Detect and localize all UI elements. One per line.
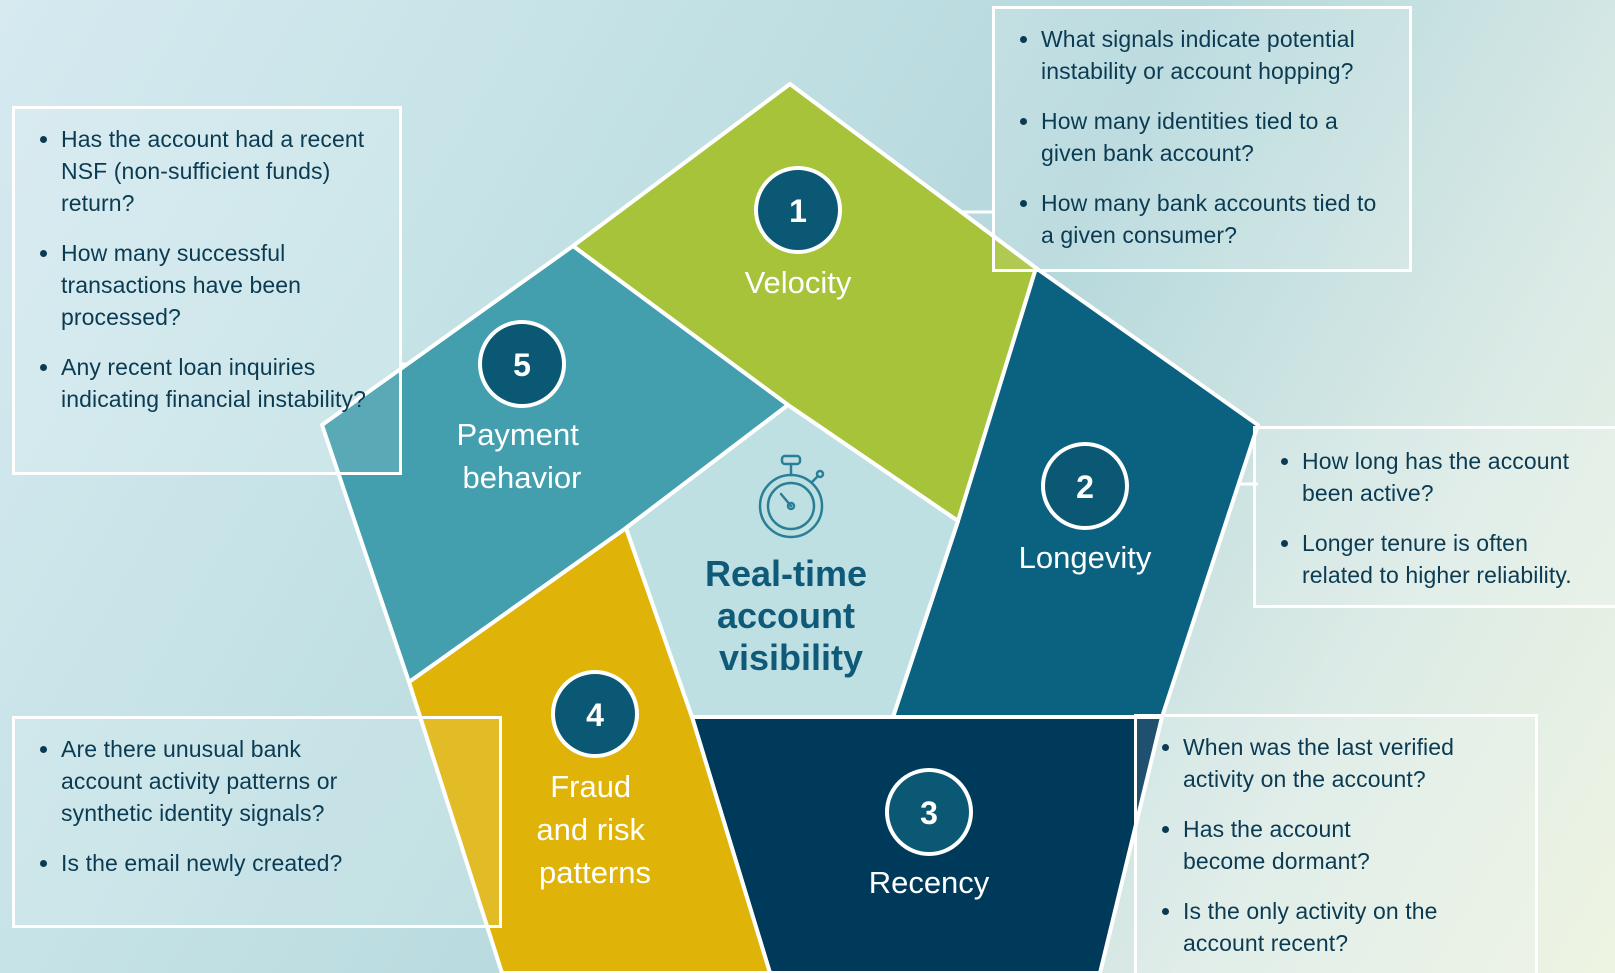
fraud-item-1: Are there unusual bank account activity … (61, 733, 341, 829)
number-4: 4 (586, 697, 604, 733)
fraud-item-2: Is the email newly created? (61, 847, 421, 879)
info-box-recency: When was the last verified activity on t… (1134, 714, 1538, 973)
number-circle-1 (754, 166, 842, 254)
number-circle-2 (1041, 442, 1129, 530)
center-title: Real-time account visibility (705, 553, 877, 678)
payment-item-3: Any recent loan inquiries indicating fin… (61, 351, 381, 415)
center-title-line-2: account (717, 595, 855, 636)
stopwatch-icon (758, 454, 825, 539)
center-area (624, 403, 960, 719)
info-box-payment: Has the account had a recent NSF (non-su… (12, 106, 402, 475)
number-2: 2 (1076, 469, 1094, 505)
longevity-item-1: How long has the account been active? (1302, 445, 1597, 509)
recency-item-3: Is the only activity on the account rece… (1183, 895, 1443, 959)
longevity-item-2: Longer tenure is often related to higher… (1302, 527, 1597, 591)
recency-item-2: Has the account become dormant? (1183, 813, 1413, 877)
segment-title-velocity: Velocity (745, 265, 852, 300)
number-5: 5 (513, 347, 531, 383)
velocity-item-3: How many bank accounts tied to a given c… (1041, 187, 1391, 251)
segment-payment (320, 244, 790, 684)
recency-item-1: When was the last verified activity on t… (1183, 731, 1517, 795)
info-box-fraud: Are there unusual bank account activity … (12, 716, 502, 928)
number-circle-5 (478, 320, 566, 408)
velocity-item-2: How many identities tied to a given bank… (1041, 105, 1391, 169)
segment-title-payment: Payment behavior (457, 417, 588, 495)
segment-title-longevity: Longevity (1019, 540, 1152, 575)
center-title-line-3: visibility (719, 637, 863, 678)
payment-item-1: Has the account had a recent NSF (non-su… (61, 123, 381, 219)
number-3: 3 (920, 795, 938, 831)
payment-item-2: How many successful transactions have be… (61, 237, 381, 333)
velocity-item-1: What signals indicate potential instabil… (1041, 23, 1391, 87)
number-1: 1 (789, 193, 807, 229)
info-box-longevity: How long has the account been active? Lo… (1253, 426, 1615, 608)
segment-title-fraud: Fraud and risk patterns (536, 769, 653, 890)
number-circle-3 (885, 768, 973, 856)
number-circle-4 (551, 670, 639, 758)
center-title-line-1: Real-time (705, 553, 867, 594)
info-box-velocity: What signals indicate potential instabil… (992, 6, 1412, 272)
segment-title-recency: Recency (869, 865, 990, 900)
